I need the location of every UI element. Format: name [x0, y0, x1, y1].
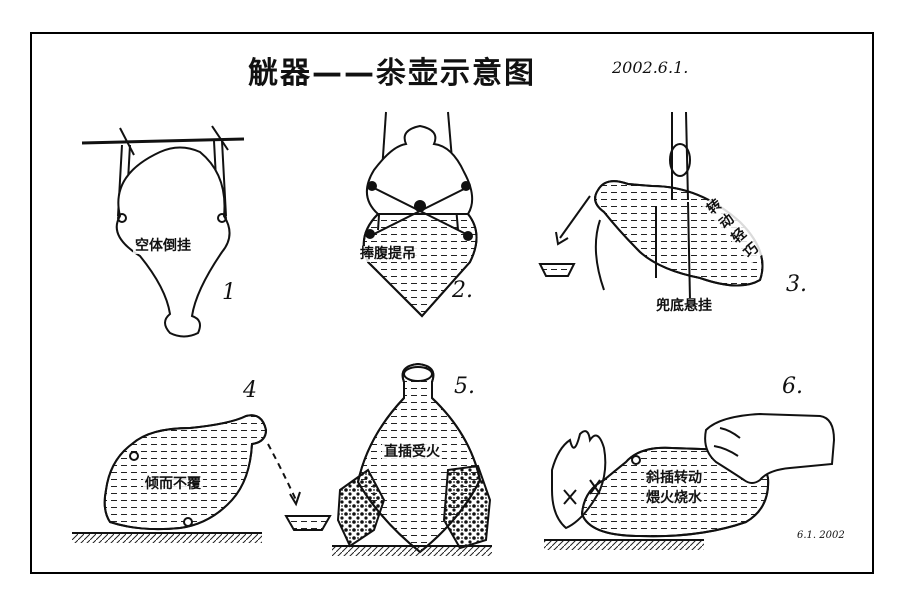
panel-4-label: 倾而不覆	[143, 476, 203, 492]
panel-2-number: 2.	[452, 278, 473, 303]
panel-5-number: 5.	[454, 374, 475, 399]
panel-6-label: 斜插转动	[644, 470, 704, 486]
panel-6-label-2: 煨火烧水	[644, 490, 704, 506]
panel-4-vessel	[72, 414, 332, 543]
panel-5-label: 直插受火	[382, 444, 442, 460]
panel-1-vessel	[81, 125, 245, 338]
panel-1-number: 1	[222, 280, 236, 305]
panel-6-number: 6.	[782, 374, 803, 399]
panel-2-label: 捧腹提吊	[358, 246, 418, 262]
diagram-date: 2002.6.1.	[612, 58, 689, 77]
artist-signature: 6.1. 2002	[797, 530, 845, 541]
panel-4-number: 4	[243, 378, 257, 403]
panel-3-label-2: 兜底悬挂	[654, 298, 714, 314]
panel-2-vessel	[362, 111, 478, 318]
panel-1-label: 空体倒挂	[133, 238, 193, 254]
diagram-title: 觥器——尜壶示意图	[248, 56, 536, 91]
panel-3-number: 3.	[786, 272, 807, 297]
diagram-frame	[30, 32, 874, 574]
